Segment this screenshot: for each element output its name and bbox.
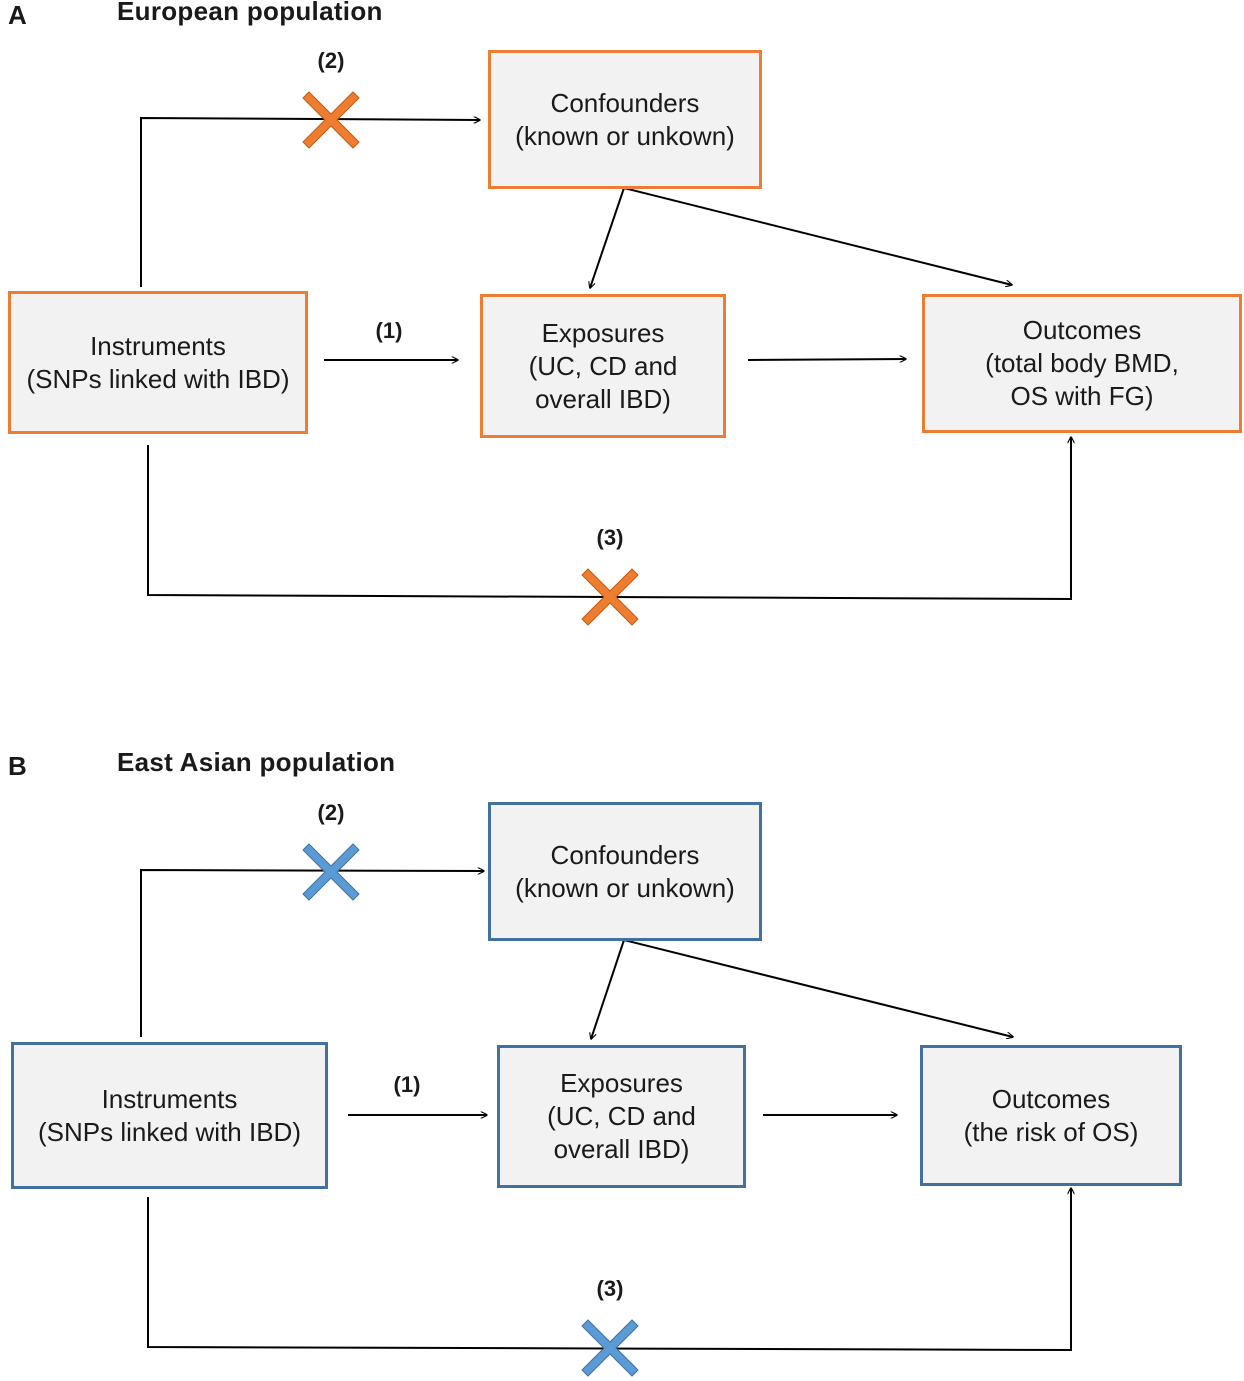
panel-title: East Asian population <box>117 747 396 777</box>
box-title: Exposures <box>541 317 665 348</box>
box-title: Confounders <box>550 87 700 118</box>
path-label-3: (3) <box>596 525 624 550</box>
box-title: Confounders <box>550 839 700 870</box>
box-detail: (known or unkown) <box>515 872 735 903</box>
box-title: Outcomes <box>1022 315 1142 345</box>
arrow-exposures-to-outcomes <box>747 359 906 360</box>
panel-letter: A <box>8 0 27 30</box>
path-label-1: (1) <box>375 318 403 343</box>
box-detail: (total body BMD, <box>985 348 1179 378</box>
box-detail: (UC, CD and <box>528 350 678 381</box>
confounders-box: Confounders (known or unkown) <box>488 50 762 189</box>
box-title: Instruments <box>90 330 226 361</box>
arrow-instruments-to-confounders <box>140 118 480 287</box>
box-detail: (UC, CD and <box>547 1101 696 1131</box>
cross-icon <box>581 568 639 626</box>
box-detail: (SNPs linked with IBD) <box>38 1116 301 1147</box>
cross-icon <box>302 91 360 149</box>
outcomes-box: Outcomes (total body BMD, OS with FG) <box>922 294 1242 433</box>
box-detail: overall IBD) <box>535 383 671 414</box>
path-label-3: (3) <box>596 1276 624 1301</box>
path-label-2: (2) <box>317 48 345 73</box>
path-label-2: (2) <box>317 800 345 825</box>
arrow-instruments-to-outcomes <box>147 1188 1071 1352</box>
panel-title: European population <box>117 0 383 26</box>
cross-icon <box>581 1319 639 1377</box>
path-label-1: (1) <box>393 1072 421 1097</box>
box-detail: (the risk of OS) <box>963 1116 1139 1147</box>
outcomes-box: Outcomes (the risk of OS) <box>920 1045 1182 1186</box>
box-title: Instruments <box>101 1083 238 1114</box>
box-title: Outcomes <box>991 1083 1111 1114</box>
arrow-instruments-to-confounders <box>140 870 484 1037</box>
exposures-box: Exposures (UC, CD and overall IBD) <box>497 1045 746 1188</box>
box-detail: overall IBD) <box>553 1134 690 1164</box>
instruments-box: Instruments (SNPs linked with IBD) <box>8 291 308 434</box>
box-detail: (known or unkown) <box>515 120 735 151</box>
box-title: Exposures <box>560 1068 683 1098</box>
arrow-confounders-to-outcomes <box>623 187 1012 285</box>
arrow-confounders-to-exposures <box>590 187 625 288</box>
box-detail: OS with FG) <box>1010 381 1154 411</box>
cross-icon <box>302 843 360 901</box>
instruments-box: Instruments (SNPs linked with IBD) <box>11 1042 328 1189</box>
panel-letter: B <box>8 751 27 781</box>
confounders-box: Confounders (known or unkown) <box>488 802 762 941</box>
arrow-instruments-to-outcomes <box>147 437 1071 601</box>
exposures-box: Exposures (UC, CD and overall IBD) <box>480 294 726 438</box>
arrow-confounders-to-exposures <box>591 939 625 1039</box>
arrow-confounders-to-outcomes <box>623 939 1013 1037</box>
box-detail: (SNPs linked with IBD) <box>26 363 290 394</box>
